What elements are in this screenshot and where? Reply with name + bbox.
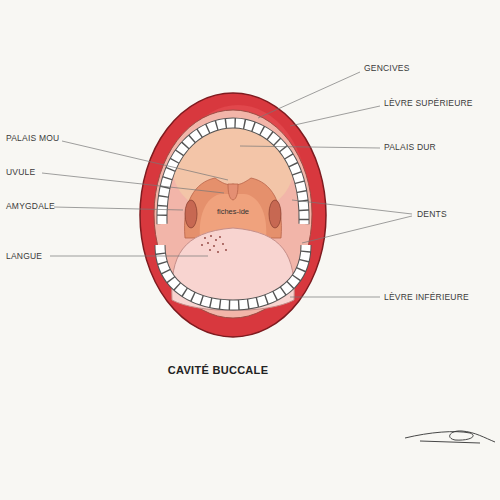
part-label: PALAIS DUR [384,143,436,152]
part-label: GENCIVES [364,64,410,73]
part-label: LÈVRE SUPÉRIEURE [384,99,473,108]
part-label: AMYGDALE [6,202,55,211]
part-label: UVULE [6,168,35,177]
part-label: LÈVRE INFÉRIEURE [384,293,469,302]
part-label: PALAIS MOU [6,134,59,143]
diagram-title: CAVITÉ BUCCALE [168,365,269,376]
part-label: LANGUE [6,252,42,261]
part-label: DENTS [417,210,447,219]
watermark: fiches-ide [217,208,249,216]
